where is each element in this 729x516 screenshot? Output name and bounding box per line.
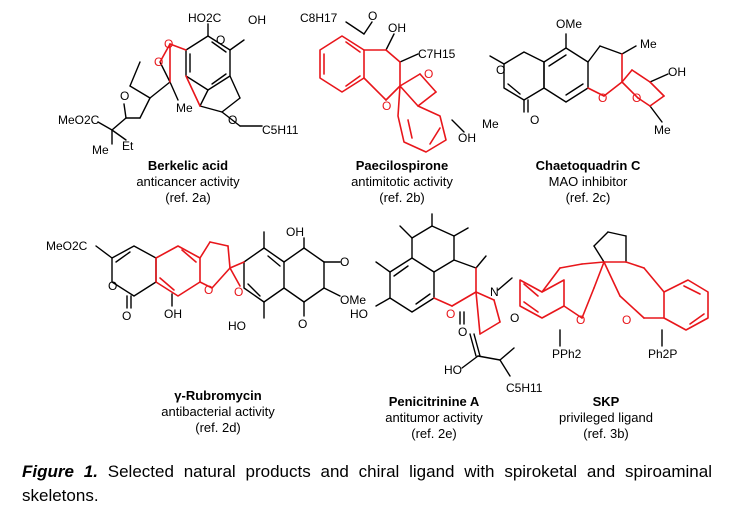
rubromycin-structure: MeO2C OH O O O O O OH HO O OMe [46,225,366,333]
compound-name: Chaetoquadrin C [535,158,641,173]
penicitrinine-atom-2: O [446,307,455,321]
compound-ref: (ref. 2b) [379,190,425,205]
berkelic-atom-5: O [228,113,237,127]
rubromycin-atom-2: OH [286,225,304,239]
berkelic-acid-structure: HO2C OH O O O Me MeO2C O Me Et C5H11 O [58,11,299,157]
chaetoquadrin-atom-9: Me [654,123,671,137]
paecilospirone-structure: C8H17 O OH C7H15 O O OH [300,9,476,153]
compound-name: Paecilospirone [355,158,449,173]
compound-activity: antitumor activity [385,410,483,425]
skp-atom-1: O [576,313,585,327]
paecilospirone-atom-4: C7H15 [418,47,456,61]
penicitrinine-atom-6: HO [444,363,462,377]
rubromycin-atom-1: MeO2C [46,239,88,253]
berkelic-atom-6: Me [176,101,193,115]
berkelic-atom-7: MeO2C [58,113,100,127]
berkelic-atom-2: OH [248,13,266,27]
compound-activity: anticancer activity [136,174,240,189]
compound-activity: antimitotic activity [351,174,453,189]
penicitrinine-atom-5: O [458,325,467,339]
compound-name: SKP [592,394,620,409]
chaetoquadrin-atom-4: O [496,63,505,77]
paecilospirone-atom-3: OH [388,21,406,35]
paecilospirone-atom-1: C8H17 [300,11,338,25]
rubromycin-atom-9: HO [228,319,246,333]
compound-activity: antibacterial activity [161,404,275,419]
compound-name: γ-Rubromycin [174,388,262,403]
skp-atom-3: PPh2 [552,347,582,361]
compound-ref: (ref. 2a) [165,190,211,205]
rubromycin-atom-6: O [234,285,243,299]
skp-structure: O O PPh2 Ph2P [519,231,709,361]
chaetoquadrin-atom-6: O [632,91,641,105]
skp-atom-4: Ph2P [648,347,677,361]
caption-label: Figure 1. [22,462,98,481]
paecilospirone-atom-6: O [424,67,433,81]
berkelic-atom-12: O [216,33,225,47]
chaetoquadrin-atom-7: Me [482,117,499,131]
penicitrinine-atom-1: HO [350,307,368,321]
paecilospirone-atom-7: OH [458,131,476,145]
chaetoquadrin-atom-2: Me [640,37,657,51]
compound-ref: (ref. 2e) [411,426,457,441]
rubromycin-atom-5: O [204,283,213,297]
chaetoquadrin-atom-3: OH [668,65,686,79]
berkelic-atom-1: HO2C [188,11,222,25]
penicitrinine-label: Penicitrinine A antitumor activity (ref.… [354,394,514,442]
skp-label: SKP privileged ligand (ref. 3b) [536,394,676,442]
rubromycin-atom-11: OMe [340,293,366,307]
skp-atom-2: O [622,313,631,327]
compound-ref: (ref. 2c) [565,190,611,205]
chaetoquadrin-label: Chaetoquadrin C MAO inhibitor (ref. 2c) [508,158,668,206]
chaetoquadrin-atom-8: O [530,113,539,127]
berkelic-atom-9: Me [92,143,109,157]
rubromycin-atom-7: O [340,255,349,269]
chaetoquadrin-structure: OMe Me OH O O O Me O Me [482,17,686,137]
penicitrinine-atom-3: N [490,285,499,299]
rubromycin-atom-3: O [108,279,117,293]
penicitrinine-atom-4: O [510,311,519,325]
chaetoquadrin-atom-5: O [598,91,607,105]
structures-drawing: HO2C OH O O O Me MeO2C O Me Et C5H11 O [46,9,709,395]
rubromycin-atom-4: O [122,309,131,323]
paecilospirone-atom-2: O [368,9,377,23]
figure-caption: Figure 1. Selected natural products and … [22,460,712,508]
rubromycin-label: γ-Rubromycin antibacterial activity (ref… [138,388,298,436]
compound-ref: (ref. 2d) [195,420,241,435]
paecilospirone-atom-5: O [382,99,391,113]
berkelic-atom-8: O [120,89,129,103]
compound-name: Penicitrinine A [388,394,480,409]
berkelic-atom-4: O [154,55,163,69]
berkelic-atom-11: C5H11 [262,123,299,137]
compound-ref: (ref. 3b) [583,426,629,441]
berkelic-atom-10: Et [122,139,134,153]
caption-text: Selected natural products and chiral lig… [22,462,712,505]
berkelic-acid-label: Berkelic acid anticancer activity (ref. … [108,158,268,206]
penicitrinine-structure: HO O N O O HO C5H11 [350,213,543,395]
paecilospirone-label: Paecilospirone antimitotic activity (ref… [322,158,482,206]
compound-name: Berkelic acid [147,158,229,173]
berkelic-atom-3: O [164,37,173,51]
compound-activity: privileged ligand [559,410,653,425]
chaetoquadrin-atom-1: OMe [556,17,582,31]
rubromycin-atom-8: OH [164,307,182,321]
penicitrinine-atom-7: C5H11 [506,381,543,395]
rubromycin-atom-10: O [298,317,307,331]
compound-activity: MAO inhibitor [548,174,628,189]
